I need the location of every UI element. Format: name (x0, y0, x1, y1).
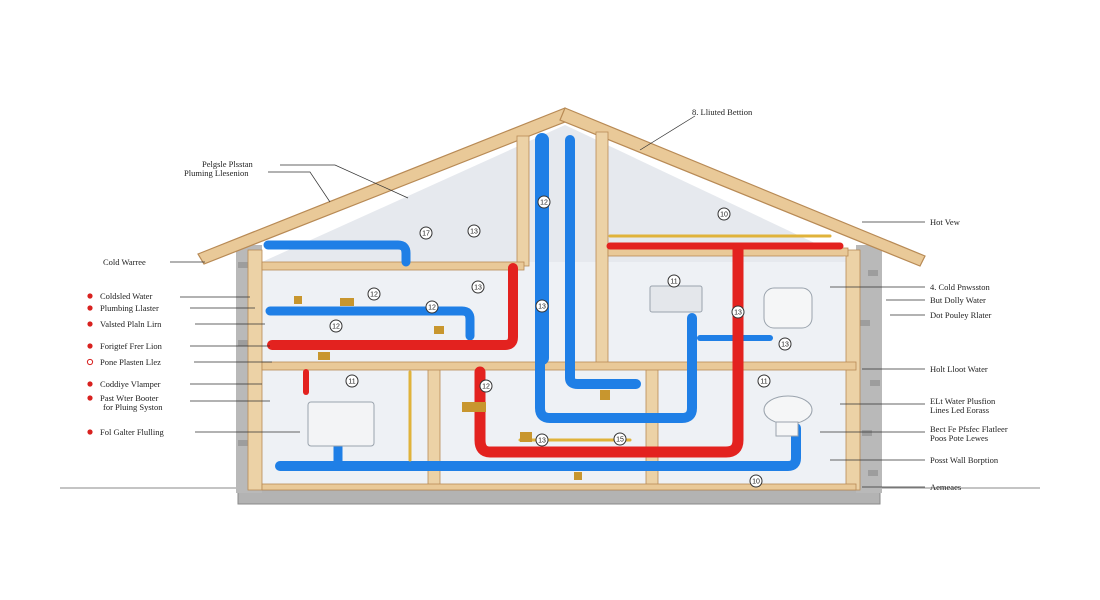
label-right-1: Hot Vew (930, 217, 961, 227)
marker-15: 12 (479, 379, 493, 393)
marker-16: 15 (613, 432, 627, 446)
cold-pipe-upper-left (265, 306, 475, 341)
svg-text:10: 10 (752, 479, 760, 486)
foundation-slab (237, 489, 881, 505)
label-cold-water: Cold Warree (103, 257, 146, 267)
lower-water-heater (307, 401, 375, 447)
marker-13: 11 (345, 374, 359, 388)
svg-text:12: 12 (540, 200, 548, 207)
number-markers: 17 13 12 10 12 12 13 11 13 13 12 13 11 1… (329, 195, 792, 488)
label-right-8: Posst Wall Borption (930, 455, 999, 465)
hot-pipe-upper-loop (267, 263, 518, 350)
svg-text:13: 13 (734, 310, 742, 317)
marker-14: 11 (757, 374, 771, 388)
marker-2: 13 (467, 224, 481, 238)
attic-floor-left (261, 261, 525, 271)
svg-text:13: 13 (538, 438, 546, 445)
svg-text:17: 17 (422, 231, 430, 238)
label-left-7a: Past Wter Booter (100, 393, 159, 403)
marker-7: 13 (471, 280, 485, 294)
marker-18: 10 (749, 474, 763, 488)
label-left-3: Valsted Plaln Lirn (100, 319, 162, 329)
marker-5: 12 (367, 287, 381, 301)
label-right-9: Aemeaes (930, 482, 961, 492)
cold-pipe-upper-right (535, 313, 697, 423)
svg-text:11: 11 (670, 279, 677, 286)
marker-12: 13 (778, 337, 792, 351)
label-right-6a: ELt Water Plusfion (930, 396, 996, 406)
label-right-5: Holt Lloot Water (930, 364, 988, 374)
toilet-base (775, 421, 799, 437)
label-left-5: Pone Plasten Llez (100, 357, 161, 367)
pipe-network (263, 133, 844, 471)
labels: 8. Lliuted Bettion Pelgsle Plsstan Plumi… (100, 107, 1008, 492)
cold-pipe-main-riser-2 (565, 135, 641, 389)
marker-10: 13 (731, 305, 745, 319)
svg-text:11: 11 (760, 379, 767, 386)
label-right-2: 4. Cold Pnwsston (930, 282, 990, 292)
svg-text:15: 15 (616, 437, 624, 444)
mid-floor (261, 361, 857, 371)
label-right-7b: Poos Pote Lewes (930, 433, 988, 443)
marker-11: 12 (329, 319, 343, 333)
label-right-3: But Dolly Water (930, 295, 986, 305)
expansion-tank (763, 287, 813, 329)
svg-text:13: 13 (474, 285, 482, 292)
upper-control-box (649, 285, 703, 313)
attic-interior (262, 125, 855, 262)
svg-text:12: 12 (332, 324, 340, 331)
roof-right (559, 107, 926, 267)
svg-text:12: 12 (482, 384, 490, 391)
label-top-center: 8. Lliuted Bettion (692, 107, 753, 117)
label-left-7b: for Pluing Syston (103, 402, 163, 412)
left-bullets (86, 293, 94, 435)
brass-valves (294, 296, 610, 480)
marker-9: 13 (535, 299, 549, 313)
leader-lines (170, 115, 925, 488)
toilet-tank (763, 395, 813, 425)
label-left-4: Forigtef Frer Lion (100, 341, 163, 351)
svg-text:12: 12 (370, 292, 378, 299)
svg-text:11: 11 (348, 379, 355, 386)
marker-4: 10 (717, 207, 731, 221)
label-upper-left-1: Pelgsle Plsstan (202, 159, 254, 169)
label-right-4: Dot Pouley Rlater (930, 310, 992, 320)
cold-pipe-lower-main (275, 423, 801, 471)
label-upper-left-2: Pluming Llesenion (184, 168, 249, 178)
marker-17: 13 (535, 433, 549, 447)
svg-text:13: 13 (470, 229, 478, 236)
hot-pipe-main-riser (474, 242, 744, 458)
label-right-6b: Lines Led Eorass (930, 405, 989, 415)
marker-3: 12 (537, 195, 551, 209)
label-left-2: Plumbing Llaster (100, 303, 159, 313)
label-right-7a: Bect Fe Pfsfec Flatleer (930, 424, 1008, 434)
fixtures (294, 285, 813, 480)
marker-8: 11 (667, 274, 681, 288)
svg-text:10: 10 (720, 212, 728, 219)
label-left-8: Fol Galter Flulling (100, 427, 165, 437)
svg-text:12: 12 (428, 305, 436, 312)
marker-6: 12 (425, 300, 439, 314)
label-left-6: Coddiye Vlamper (100, 379, 161, 389)
label-left-1: Coldsled Water (100, 291, 152, 301)
bottom-sill (261, 483, 857, 491)
marker-1: 17 (419, 226, 433, 240)
svg-text:13: 13 (538, 304, 546, 311)
cold-pipe-attic-left (263, 240, 411, 267)
svg-text:13: 13 (781, 342, 789, 349)
